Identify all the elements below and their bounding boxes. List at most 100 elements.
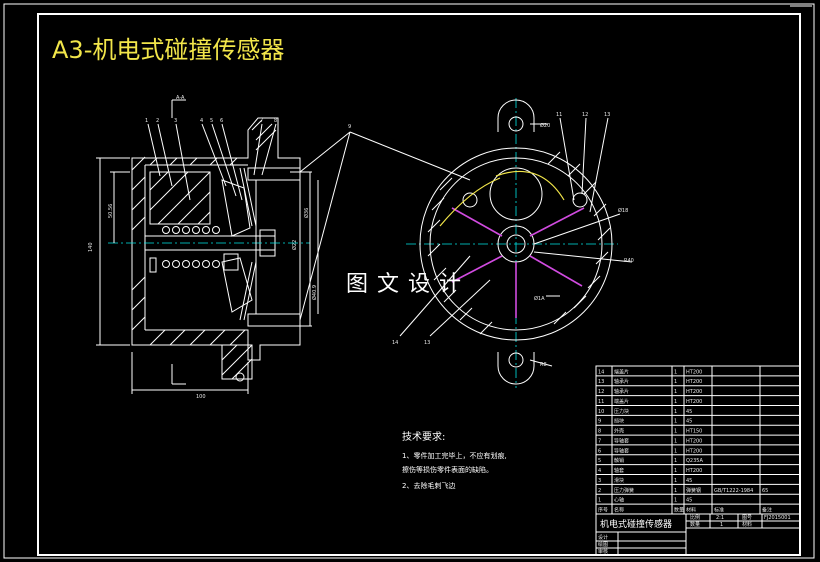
bom-cell: HT200 bbox=[686, 468, 702, 474]
bom-cell: 挡块 bbox=[614, 418, 624, 425]
bom-cell: 4 bbox=[598, 468, 601, 474]
bom-cell: 45 bbox=[686, 409, 692, 415]
bom-cell: 轴套 bbox=[614, 467, 624, 474]
outer-frame bbox=[3, 3, 815, 559]
callout-9: 9 bbox=[348, 124, 351, 130]
callout-6: 6 bbox=[220, 118, 223, 124]
callout-11: 11 bbox=[556, 112, 562, 118]
callout-5: 5 bbox=[210, 118, 213, 124]
bom-cell: 导轴套 bbox=[614, 437, 629, 444]
bom-cell: 11 bbox=[598, 399, 604, 405]
bom-cell: 1 bbox=[674, 379, 677, 385]
dim-r8: R8 bbox=[540, 362, 547, 368]
dim-r40: R40 bbox=[624, 258, 634, 264]
bom-cell: 1 bbox=[674, 409, 677, 415]
bom-cell: 1 bbox=[674, 438, 677, 444]
bom-cell: 外壳 bbox=[614, 428, 624, 435]
bom-cell: GB/T1222-1984 bbox=[714, 488, 753, 494]
bom-cell: 7 bbox=[598, 438, 601, 444]
dim-left-inner: 50.56 bbox=[108, 204, 114, 218]
bom-cell: HT200 bbox=[686, 448, 702, 454]
dim-phi20: Ø20 bbox=[540, 122, 550, 129]
bom-cell: 1 bbox=[674, 478, 677, 484]
bom-cell: 端盖片 bbox=[614, 398, 629, 405]
callout-3: 3 bbox=[174, 118, 177, 124]
callout-13: 13 bbox=[604, 112, 610, 118]
bom-cell: 端盖片 bbox=[614, 368, 629, 375]
tech-req-line3: 2、去除毛刺飞边 bbox=[402, 481, 455, 490]
front-view: R8 R40 Ø18 Ø1A Ø20 11 12 13 14 13 bbox=[392, 98, 634, 388]
callout-7: 7 bbox=[260, 118, 263, 124]
section-view: A-A bbox=[88, 95, 471, 400]
title-block-scale-label: 比例 bbox=[690, 514, 700, 521]
bom-cell: HT200 bbox=[686, 389, 702, 395]
drawing-title: A3-机电式碰撞传感器 bbox=[52, 36, 284, 64]
bom-cell: HT200 bbox=[686, 399, 702, 405]
bom-cell: 13 bbox=[598, 379, 604, 385]
dim-mid1: Ø36 bbox=[303, 208, 310, 218]
bom-cell: 3 bbox=[598, 478, 601, 484]
bom-cell: 5 bbox=[598, 458, 601, 464]
bom-cell: 触销 bbox=[614, 457, 624, 464]
bom-cell: 1 bbox=[674, 498, 677, 504]
title-block-scale: 2:1 bbox=[716, 515, 724, 521]
bom-cell: 14 bbox=[598, 369, 604, 375]
title-block-name: 机电式碰撞传感器 bbox=[600, 518, 672, 530]
title-block-qty-label: 数量 bbox=[690, 521, 700, 528]
bom-header-cell: 标准 bbox=[714, 507, 724, 514]
bom-cell: 轴承片 bbox=[614, 388, 629, 395]
callout-1: 1 bbox=[145, 118, 148, 124]
dim-bottom: 100 bbox=[196, 394, 206, 400]
bom-cell: 弹簧钢 bbox=[686, 487, 701, 494]
bom-cell: 心轴 bbox=[614, 497, 624, 504]
bom-cell: HT200 bbox=[686, 379, 702, 385]
callout-4: 4 bbox=[200, 118, 203, 124]
bom-cell: 导轴套 bbox=[614, 447, 629, 454]
bom-header-cell: 名称 bbox=[614, 507, 624, 514]
dim-mid2: Ø22 bbox=[291, 240, 298, 250]
bom-cell: 1 bbox=[598, 498, 601, 504]
section-mark-label: A-A bbox=[176, 95, 185, 101]
bom-cell: 1 bbox=[674, 488, 677, 494]
callout-12: 12 bbox=[582, 112, 588, 118]
bom-cell: HT200 bbox=[686, 369, 702, 375]
bom-cell: HT200 bbox=[686, 438, 702, 444]
bom-cell: 65 bbox=[762, 488, 768, 494]
bom-cell: 1 bbox=[674, 419, 677, 425]
bom-cell: 1 bbox=[674, 389, 677, 395]
bom-cell: 6 bbox=[598, 448, 601, 454]
bom-cell: 45 bbox=[686, 498, 692, 504]
bom-header-cell: 序号 bbox=[598, 507, 608, 514]
bom-cell: 1 bbox=[674, 429, 677, 435]
bom-cell: 轴承片 bbox=[614, 378, 629, 385]
title-block-design: 设计 bbox=[598, 534, 608, 541]
bom-cell: 1 bbox=[674, 468, 677, 474]
dim-phi1a: Ø1A bbox=[534, 295, 545, 302]
title-block: 机电式碰撞传感器 比例 2:1 图号 FJ2015001 数量 1 材料 设计 … bbox=[595, 513, 801, 556]
bom-cell: HT150 bbox=[686, 429, 702, 435]
title-block-material-label: 材料 bbox=[742, 521, 752, 528]
bom-cell: 1 bbox=[674, 458, 677, 464]
bom-cell: 1 bbox=[674, 448, 677, 454]
bom-header-cell: 数量 bbox=[674, 507, 684, 514]
bom-cell: 2 bbox=[598, 488, 601, 494]
title-block-draw: 绘图 bbox=[598, 541, 608, 548]
callout-14: 14 bbox=[392, 340, 398, 346]
bom-cell: 压力块 bbox=[614, 408, 629, 415]
bom-header-cell: 备注 bbox=[762, 507, 772, 514]
callout-8: 8 bbox=[274, 118, 277, 124]
tech-req-line1: 1、零件加工完毕上，不应有划痕, bbox=[402, 451, 507, 460]
bom-cell: 45 bbox=[686, 419, 692, 425]
bom-cell: 压力弹簧 bbox=[614, 487, 634, 494]
bom-header-cell: 材料 bbox=[686, 507, 696, 514]
title-block-drawing-no-label: 图号 bbox=[742, 515, 752, 521]
bom-cell: 12 bbox=[598, 389, 604, 395]
inner-frame bbox=[37, 13, 801, 556]
callout-13b: 13 bbox=[424, 340, 430, 346]
title-block-drawing-no: FJ2015001 bbox=[764, 515, 791, 521]
title-block-qty: 1 bbox=[720, 522, 723, 528]
title-block-review: 审核 bbox=[598, 548, 608, 555]
bom-cell: 45 bbox=[686, 478, 692, 484]
